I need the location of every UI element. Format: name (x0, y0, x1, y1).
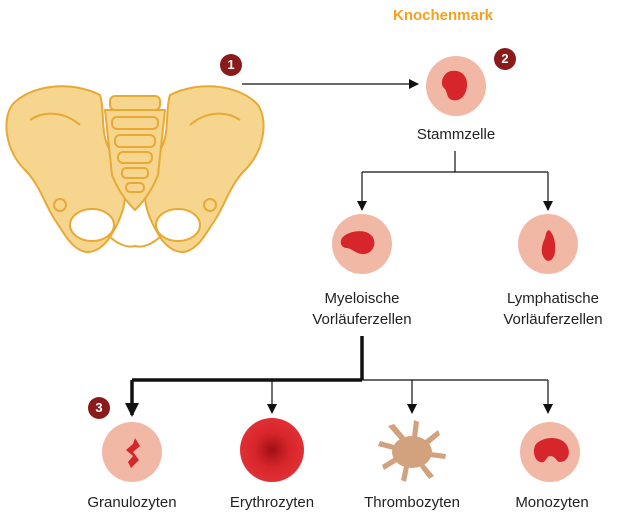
granulocyte-icon (102, 422, 162, 482)
myeloid-label-line2: Vorläuferzellen (312, 311, 412, 328)
step-badge-1: 1 (220, 54, 242, 76)
myeloid-label-line1: Myeloische (324, 290, 400, 307)
erythrocyte-icon (240, 418, 304, 482)
connectors (125, 79, 553, 417)
thrombocyte-icon (378, 420, 446, 482)
pelvis-illustration (5, 85, 265, 253)
monocytes-label: Monozyten (515, 494, 589, 511)
myeloid-cell-icon (332, 214, 392, 274)
erythrocytes-label: Erythrozyten (229, 494, 315, 511)
step-badge-2: 2 (494, 48, 516, 70)
bone-marrow-title: Knochenmark (393, 7, 494, 24)
monocyte-icon (520, 422, 580, 482)
granulocytes-label: Granulozyten (87, 494, 177, 511)
step-badge-3: 3 (88, 397, 110, 419)
thrombocytes-label: Thrombozyten (364, 494, 460, 511)
lymphoid-label-line2: Vorläuferzellen (503, 311, 603, 328)
lymphoid-cell-icon (518, 214, 578, 274)
stem-cell-icon (426, 56, 486, 116)
lymphoid-label-line1: Lymphatische (507, 290, 599, 307)
stem-cell-label: Stammzelle (416, 126, 496, 143)
